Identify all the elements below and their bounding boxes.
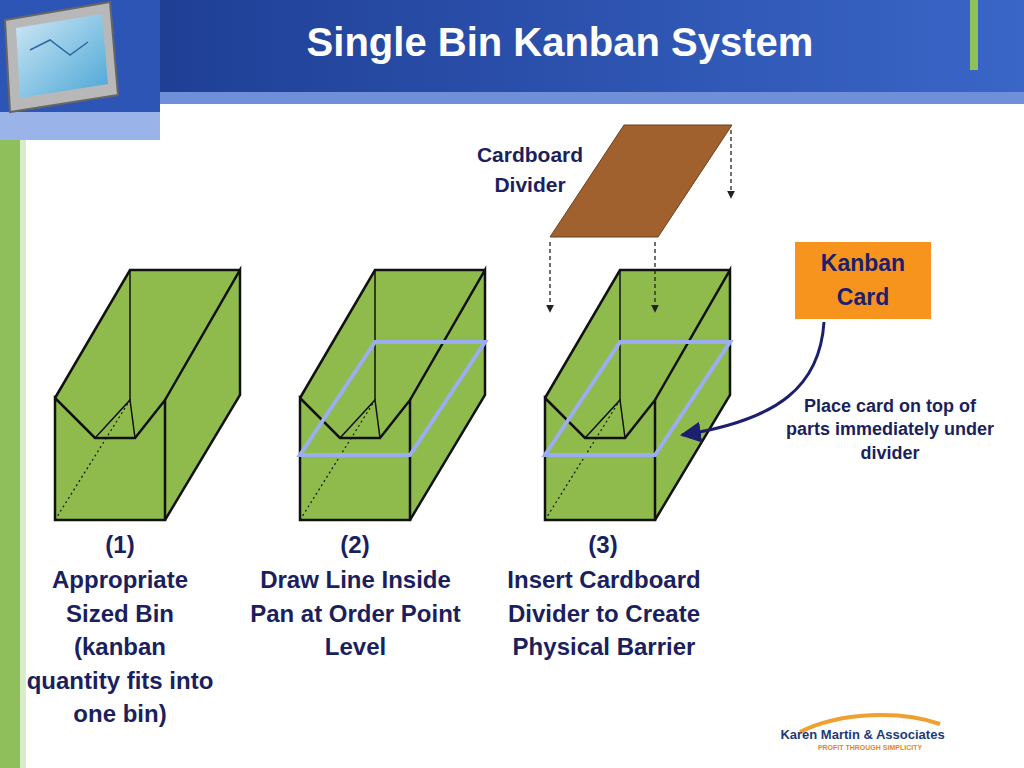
header-band (160, 0, 1024, 92)
order-point-line (545, 342, 730, 455)
slide-title: Single Bin Kanban System (160, 20, 960, 65)
drop-arrow (654, 242, 655, 312)
step-number: (3) (553, 531, 653, 560)
step-caption: Draw Line Inside Pan at Order Point Leve… (238, 563, 473, 664)
drop-arrow (549, 242, 550, 312)
callout-note: Place card on top of parts immediately u… (780, 395, 1000, 465)
divider-label: Cardboard Divider (455, 140, 605, 201)
kanban-card: Kanban Card (795, 242, 931, 319)
logo-tagline: PROFIT THROUGH SIMPLICITY (790, 744, 950, 752)
drop-arrow (730, 130, 731, 198)
left-stripe-light (20, 140, 26, 768)
cardboard-divider (550, 125, 732, 237)
step-caption: Appropriate Sized Bin (kanban quantity f… (25, 563, 215, 731)
step-number: (2) (305, 531, 405, 560)
order-point-line (300, 342, 485, 455)
logo-name: Karen Martin & Associates (765, 727, 960, 743)
icon-panel-light (0, 112, 160, 140)
icon-panel (0, 0, 160, 140)
leader-arrow (682, 322, 824, 435)
monitor-icon (5, 2, 118, 112)
bin-2 (300, 270, 485, 520)
bin-3 (545, 270, 730, 520)
bin-1 (55, 270, 240, 520)
card-text: Kanban Card (805, 247, 921, 314)
header-stripe (160, 92, 1024, 104)
header-accent (970, 0, 978, 70)
step-caption: Insert Cardboard Divider to Create Physi… (484, 563, 724, 664)
left-stripe (0, 140, 20, 768)
step-number: (1) (70, 531, 170, 560)
